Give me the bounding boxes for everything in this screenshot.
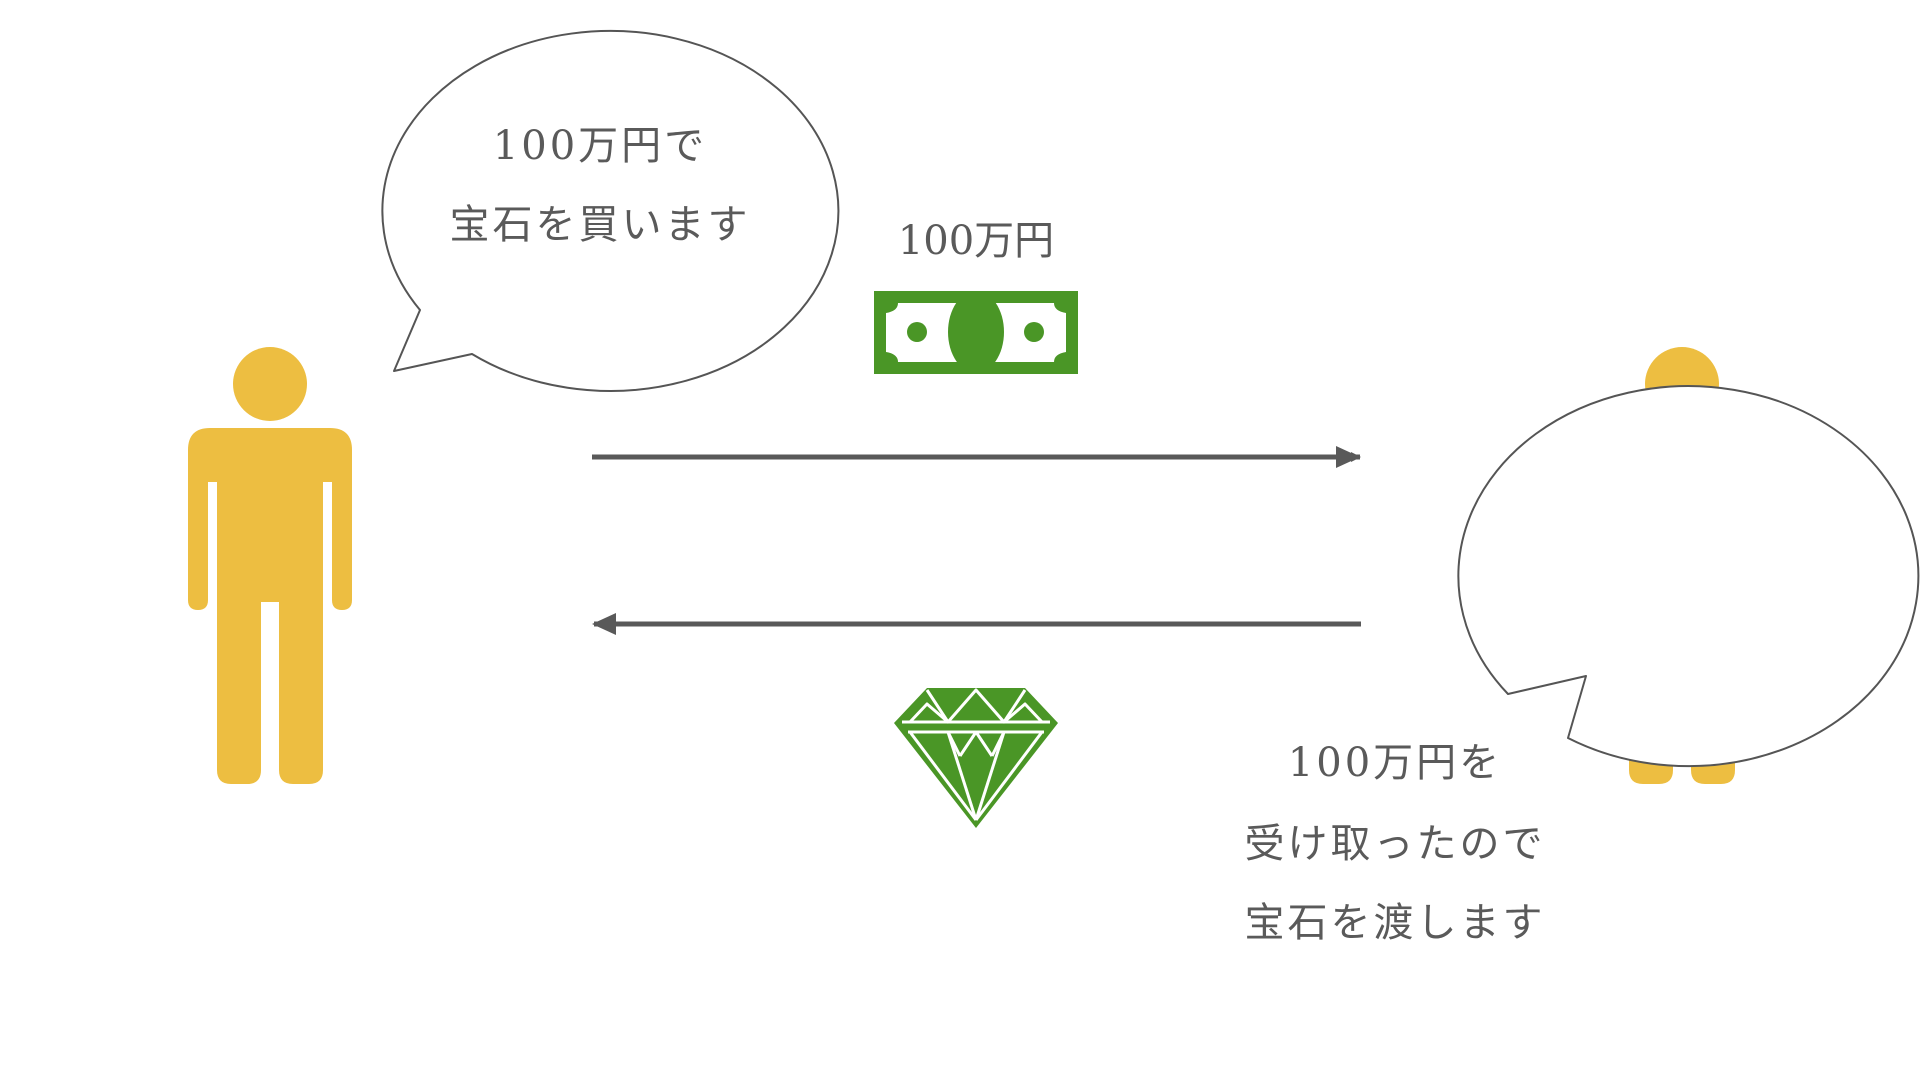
seller-speech-line-2: 受け取ったので [1245, 821, 1546, 867]
buyer-speech-line-1: 100万円で [493, 123, 707, 169]
payment-arrow-head [1336, 446, 1360, 468]
diamond-icon [894, 688, 1058, 828]
buyer-speech-bubble: 100万円で 宝石を買います [381, 29, 840, 392]
money-label: 100万円 [898, 218, 1054, 264]
buyer-person-icon [188, 347, 352, 784]
seller-speech-line-1: 100万円を [1288, 740, 1502, 786]
seller-speech-bubble: 100万円を 受け取ったので 宝石を渡します [1245, 385, 1920, 946]
buyer-speech-line-2: 宝石を買います [450, 202, 751, 248]
delivery-arrow-head [592, 613, 616, 635]
seller-speech-line-3: 宝石を渡します [1245, 900, 1546, 946]
banknote-icon [874, 291, 1078, 374]
